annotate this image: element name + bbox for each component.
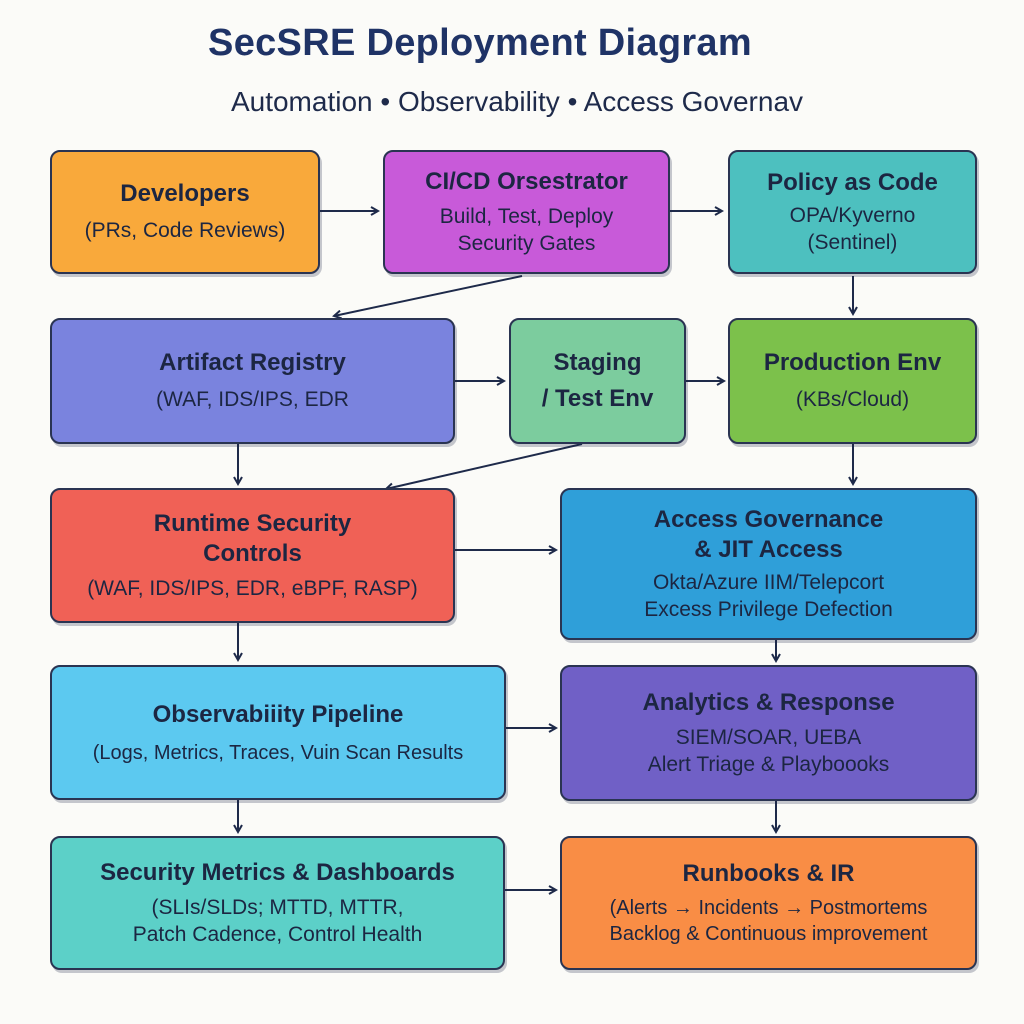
- arrow-cicd-to-artifact: [334, 275, 523, 316]
- analytics-detail-1: SIEM/SOAR, UEBA: [675, 725, 862, 749]
- metrics-detail-2: Patch Cadence, Control Health: [132, 923, 423, 946]
- cicd-title: CI/CD Orsestrator: [425, 167, 628, 195]
- arrow-staging-to-runtime: [386, 443, 583, 489]
- developers-title: Developers: [120, 180, 250, 208]
- observability-pipeline-node: Observabiiity Pipeline (Logs, Metrics, T…: [50, 665, 506, 800]
- staging-title-2: / Test Env: [541, 385, 654, 412]
- production-env-node: Production Env (KBs/Cloud): [728, 318, 977, 444]
- policy-title: Policy as Code: [767, 168, 938, 196]
- analytics-response-node: Analytics & Response SIEM/SOAR, UEBA Ale…: [560, 665, 977, 801]
- runtime-security-node: Runtime Security Controls (WAF, IDS/IPS,…: [50, 488, 455, 623]
- runtime-detail: (WAF, IDS/IPS, EDR, eBPF, RASP): [87, 576, 418, 600]
- security-metrics-node: Security Metrics & Dashboards (SLIs/SLDs…: [50, 836, 505, 970]
- runtime-title: Runtime Security: [153, 509, 352, 537]
- metrics-title: Security Metrics & Dashboards: [100, 858, 455, 886]
- runbooks-ir-node: Runbooks & IR (Alerts → Incidents → Post…: [560, 836, 977, 970]
- access-title-2: & JIT Access: [694, 535, 843, 563]
- production-detail: (KBs/Cloud): [795, 388, 910, 412]
- observability-detail: (Logs, Metrics, Traces, Vuin Scan Result…: [92, 741, 464, 764]
- policy-as-code-node: Policy as Code OPA/Kyverno (Sentinel): [728, 150, 977, 274]
- production-title: Production Env: [763, 349, 942, 377]
- artifact-detail: (WAF, IDS/IPS, EDR: [156, 388, 349, 412]
- developers-node: Developers (PRs, Code Reviews): [50, 150, 320, 274]
- developers-detail: (PRs, Code Reviews): [84, 219, 286, 243]
- artifact-registry-node: Artifact Registry (WAF, IDS/IPS, EDR: [50, 318, 455, 444]
- runbooks-detail-2: Backlog & Continuous improvement: [609, 923, 928, 945]
- cicd-orchestrator-node: CI/CD Orsestrator Build, Test, Deploy Se…: [383, 150, 670, 274]
- cicd-detail-1: Build, Test, Deploy: [439, 204, 614, 228]
- staging-title: Staging: [553, 349, 642, 376]
- analytics-title: Analytics & Response: [642, 688, 895, 716]
- analytics-detail-2: Alert Triage & Playboooks: [647, 753, 890, 776]
- access-governance-node: Access Governance & JIT Access Okta/Azur…: [560, 488, 977, 640]
- diagram-subtitle: Automation • Observability • Access Gove…: [230, 86, 804, 117]
- policy-detail-1: OPA/Kyverno: [789, 203, 916, 227]
- diagram-title: SecSRE Deployment Diagram: [208, 22, 752, 64]
- access-detail-1: Okta/Azure IIM/Telepcort: [652, 570, 885, 594]
- access-detail-2: Excess Privilege Defection: [644, 598, 893, 621]
- staging-env-node: Staging / Test Env: [509, 318, 686, 444]
- observability-title: Observabiiity Pipeline: [152, 700, 404, 728]
- access-title: Access Governance: [653, 505, 884, 533]
- metrics-detail-1: (SLIs/SLDs; MTTD, MTTR,: [151, 895, 404, 919]
- policy-detail-2: (Sentinel): [807, 231, 898, 254]
- artifact-title: Artifact Registry: [159, 349, 346, 377]
- runtime-title-2: Controls: [203, 539, 302, 567]
- cicd-detail-2: Security Gates: [457, 232, 596, 255]
- runbooks-title: Runbooks & IR: [682, 860, 855, 887]
- runbooks-detail-1: (Alerts → Incidents → Postmortems: [609, 897, 928, 919]
